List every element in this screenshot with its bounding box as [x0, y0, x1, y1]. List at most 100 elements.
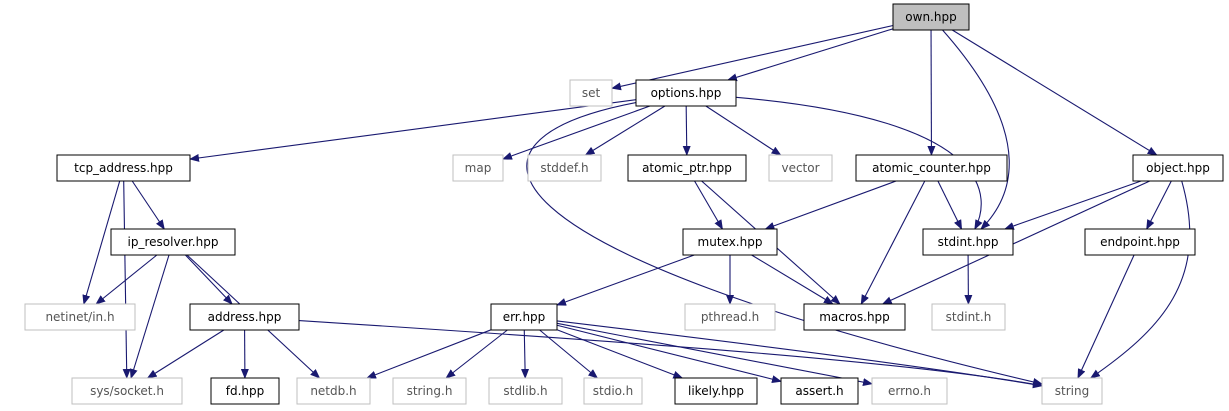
node-stdlib: stdlib.h: [488, 377, 563, 405]
node-box: [583, 377, 643, 405]
node-box: [892, 3, 970, 31]
node-label: fd.hpp: [226, 384, 265, 398]
node-box: [110, 228, 236, 256]
node-errno: errno.h: [871, 377, 948, 405]
node-stddef: stddef.h: [527, 154, 602, 182]
edge-endpoint-to-string: [1077, 254, 1135, 379]
node-label: set: [582, 86, 601, 100]
edge-tcp_address-to-socket: [122, 180, 131, 379]
node-box: [488, 377, 563, 405]
node-label: err.hpp: [503, 310, 546, 324]
node-map: map: [452, 154, 504, 182]
node-label: map: [465, 161, 492, 175]
node-label: stdint.hpp: [938, 235, 999, 249]
edge-atomic_ptr-to-mutex: [694, 180, 723, 230]
node-err[interactable]: err.hpp: [490, 303, 558, 331]
edge-mutex-to-err: [556, 254, 695, 306]
node-label: errno.h: [888, 384, 931, 398]
node-box: [71, 377, 183, 405]
node-box: [682, 228, 778, 256]
node-box: [922, 228, 1014, 256]
node-tcp-address[interactable]: tcp_address.hpp: [56, 154, 191, 182]
node-label: ip_resolver.hpp: [128, 235, 219, 249]
node-label: endpoint.hpp: [1100, 235, 1180, 249]
node-netdb: netdb.h: [296, 377, 371, 405]
node-socket: sys/socket.h: [71, 377, 183, 405]
node-ip-resolver[interactable]: ip_resolver.hpp: [110, 228, 236, 256]
node-pthread: pthread.h: [684, 303, 776, 331]
node-object[interactable]: object.hpp: [1132, 154, 1224, 182]
node-label: string: [1055, 384, 1089, 398]
node-label: stdlib.h: [503, 384, 547, 398]
edge-tcp_address-to-ip_resolver: [131, 180, 165, 230]
node-set: set: [569, 79, 613, 107]
edge-tcp_address-to-netinet: [82, 180, 121, 305]
node-own[interactable]: own.hpp: [892, 3, 970, 31]
node-address[interactable]: address.hpp: [189, 303, 300, 331]
node-box: [56, 154, 191, 182]
edge-err-to-assert: [556, 324, 782, 384]
nodes-layer: own.hpp set options.hpp tcp_address.hpp map s…: [24, 3, 1224, 405]
node-stdio: stdio.h: [583, 377, 643, 405]
node-box: [931, 303, 1006, 331]
edge-ip_resolver-to-socket: [129, 254, 170, 379]
node-label: address.hpp: [208, 310, 282, 324]
node-box: [296, 377, 371, 405]
node-label: macros.hpp: [819, 310, 890, 324]
node-label: sys/socket.h: [90, 384, 164, 398]
node-label: netdb.h: [310, 384, 356, 398]
edge-options-to-stddef: [584, 105, 666, 156]
node-endpoint[interactable]: endpoint.hpp: [1084, 228, 1196, 256]
node-mutex[interactable]: mutex.hpp: [682, 228, 778, 256]
node-atomic-counter[interactable]: atomic_counter.hpp: [855, 154, 1008, 182]
node-stdint-h: stdint.h: [931, 303, 1006, 331]
node-label: pthread.h: [701, 310, 759, 324]
edge-atomic_counter-to-stdint_hpp: [937, 180, 963, 230]
edge-err-to-string: [556, 320, 1043, 389]
node-box: [803, 303, 906, 331]
edge-options-to-map: [502, 105, 651, 160]
node-box: [674, 377, 758, 405]
edge-mutex-to-macros: [751, 254, 834, 305]
node-atomic-ptr[interactable]: atomic_ptr.hpp: [627, 154, 747, 182]
node-box: [569, 79, 613, 107]
node-label: string.h: [407, 384, 453, 398]
node-label: stdint.h: [946, 310, 992, 324]
node-string-h: string.h: [392, 377, 467, 405]
node-label: stdio.h: [593, 384, 633, 398]
node-likely[interactable]: likely.hpp: [674, 377, 758, 405]
node-box: [24, 303, 136, 331]
node-box: [1041, 377, 1103, 405]
node-box: [684, 303, 776, 331]
edge-err-to-string_h: [445, 329, 508, 379]
node-label: own.hpp: [905, 10, 956, 24]
node-box: [871, 377, 948, 405]
edge-object-to-macros: [881, 180, 1151, 305]
node-stdint-hpp[interactable]: stdint.hpp: [922, 228, 1014, 256]
edge-ip_resolver-to-netinet: [95, 254, 158, 305]
edge-options-to-tcp_address: [189, 99, 637, 162]
edge-own-to-options: [726, 28, 894, 82]
edge-object-to-stdint_hpp: [1003, 180, 1142, 230]
edge-own-to-object: [951, 29, 1158, 156]
edge-atomic_counter-to-mutex: [764, 180, 897, 230]
edge-options-to-vector: [705, 105, 782, 156]
edge-address-to-socket: [146, 329, 225, 379]
node-box: [189, 303, 300, 331]
node-label: assert.h: [795, 384, 843, 398]
edge-object-to-string: [1089, 180, 1191, 379]
node-box: [210, 377, 280, 405]
node-options[interactable]: options.hpp: [635, 79, 737, 107]
node-box: [490, 303, 558, 331]
node-box: [780, 377, 859, 405]
edges-layer: [82, 24, 1191, 389]
node-macros[interactable]: macros.hpp: [803, 303, 906, 331]
edge-atomic_counter-to-macros: [860, 180, 926, 305]
node-label: netinet/in.h: [45, 310, 114, 324]
node-label: atomic_counter.hpp: [872, 161, 991, 175]
node-label: vector: [781, 161, 819, 175]
node-box: [1132, 154, 1224, 182]
node-fd[interactable]: fd.hpp: [210, 377, 280, 405]
node-string: string: [1041, 377, 1103, 405]
